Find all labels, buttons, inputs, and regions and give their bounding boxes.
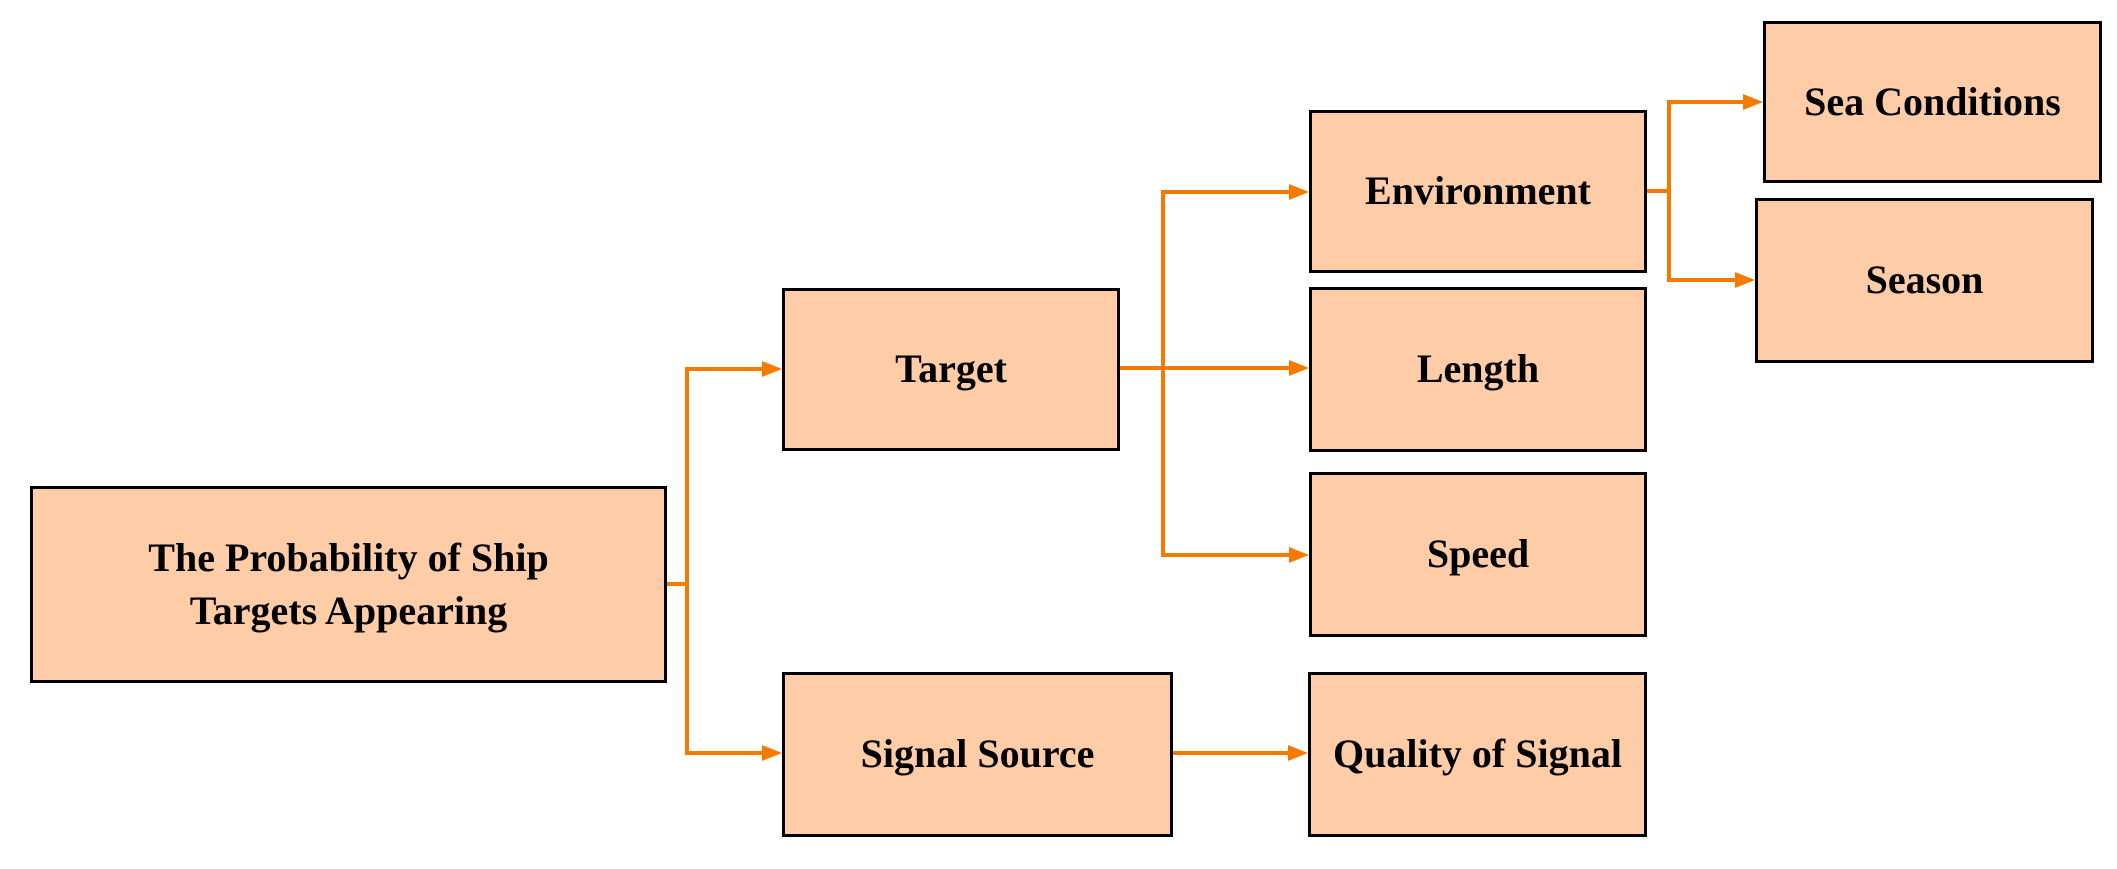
node-sea-conditions-label: Sea Conditions bbox=[1804, 78, 2061, 124]
arrowhead-environment-icon bbox=[1289, 184, 1309, 200]
arrowhead-length-icon bbox=[1289, 360, 1309, 376]
node-length-label: Length bbox=[1416, 346, 1540, 392]
node-signal-source: Signal Source bbox=[782, 672, 1173, 837]
node-signal-source-label: Signal Source bbox=[860, 731, 1095, 777]
node-sea-conditions: Sea Conditions bbox=[1763, 21, 2102, 183]
node-root: The Probability of Ship Targets Appearin… bbox=[30, 486, 667, 683]
node-season-label: Season bbox=[1865, 257, 1984, 303]
node-speed: Speed bbox=[1309, 472, 1647, 637]
connector-root-stub bbox=[666, 582, 689, 586]
node-environment-label: Environment bbox=[1365, 168, 1591, 214]
connector-environment-stub bbox=[1647, 189, 1669, 193]
node-environment: Environment bbox=[1309, 110, 1647, 273]
connector-root-to-signal-source bbox=[685, 751, 762, 755]
arrowhead-speed-icon bbox=[1289, 547, 1309, 563]
arrowhead-signal-source-icon bbox=[762, 745, 782, 761]
connector-signal-source-to-quality bbox=[1173, 751, 1288, 755]
node-root-label-line1: The Probability of Ship bbox=[148, 534, 549, 580]
connector-target-vertical bbox=[1161, 190, 1165, 557]
connector-target-to-length bbox=[1120, 366, 1289, 370]
node-target: Target bbox=[782, 288, 1120, 451]
connector-root-vertical bbox=[685, 367, 689, 755]
arrowhead-season-icon bbox=[1735, 272, 1755, 288]
arrowhead-quality-icon bbox=[1288, 745, 1308, 761]
node-target-label: Target bbox=[895, 346, 1007, 392]
connector-environment-to-sea-conditions bbox=[1667, 100, 1743, 104]
connector-target-to-environment bbox=[1161, 190, 1289, 194]
node-quality-of-signal: Quality of Signal bbox=[1308, 672, 1647, 837]
node-root-label-line2: Targets Appearing bbox=[189, 587, 508, 633]
arrowhead-sea-conditions-icon bbox=[1743, 94, 1763, 110]
connector-environment-vertical bbox=[1667, 100, 1671, 282]
node-season: Season bbox=[1755, 198, 2094, 363]
node-speed-label: Speed bbox=[1426, 531, 1530, 577]
connector-root-to-target bbox=[685, 367, 762, 371]
node-root-label: The Probability of Ship Targets Appearin… bbox=[148, 532, 548, 638]
connector-target-to-speed bbox=[1161, 553, 1289, 557]
node-length: Length bbox=[1309, 287, 1647, 452]
node-quality-of-signal-label: Quality of Signal bbox=[1333, 731, 1622, 777]
connector-environment-to-season bbox=[1667, 278, 1735, 282]
arrowhead-target-icon bbox=[762, 361, 782, 377]
